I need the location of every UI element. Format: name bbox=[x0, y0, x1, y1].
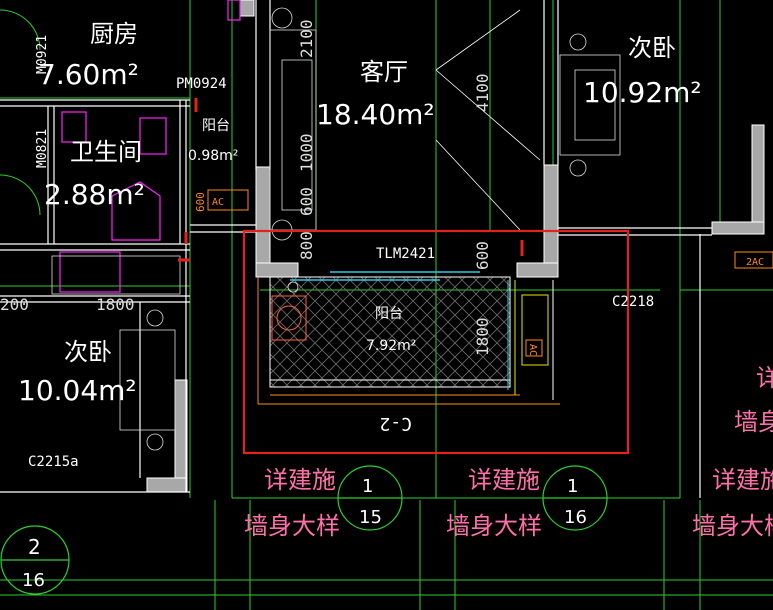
section-marker-sheet: 16 bbox=[22, 570, 45, 591]
callout-1-top: 详建施 bbox=[264, 466, 336, 494]
main-balcony-area: 7.92m² bbox=[366, 338, 416, 354]
bathroom-area: 2.88m² bbox=[44, 178, 145, 211]
label-m0921: M0921 bbox=[35, 35, 50, 74]
bathroom-name: 卫生间 bbox=[70, 138, 142, 166]
kitchen-area: 7.60m² bbox=[38, 58, 139, 91]
walls bbox=[146, 0, 765, 493]
label-pm0924: PM0924 bbox=[176, 76, 227, 92]
label-2ac: 2AC bbox=[746, 257, 764, 268]
opening-labels: M0921 M0821 PM0924 TLM2421 C2218 C2215a … bbox=[28, 35, 764, 470]
callout-1-sheet: 15 bbox=[359, 507, 382, 528]
dim-1800h: 1800 bbox=[96, 295, 135, 314]
main-balcony-name: 阳台 bbox=[375, 306, 403, 322]
dim-600a: 600 bbox=[297, 187, 316, 216]
fixtures bbox=[59, 0, 241, 293]
callout-circles bbox=[0, 465, 608, 595]
horizontal-dimensions: 200 1800 bbox=[0, 295, 135, 314]
callout-3-bottom: 墙身大样 bbox=[692, 512, 773, 540]
callout-1-num: 1 bbox=[362, 476, 373, 497]
selection-highlight bbox=[242, 229, 630, 455]
living-area: 18.40m² bbox=[316, 98, 435, 131]
red-markers bbox=[178, 98, 524, 262]
callout-2-sheet: 16 bbox=[564, 507, 587, 528]
label-ac: AC bbox=[212, 197, 224, 208]
label-c2218: C2218 bbox=[612, 294, 654, 310]
bedroom-top-area: 10.92m² bbox=[583, 76, 702, 109]
dim-2100: 2100 bbox=[297, 19, 316, 58]
dim-1800v: 1800 bbox=[473, 317, 492, 356]
dim-600b: 600 bbox=[473, 241, 492, 270]
opening-diagonal bbox=[435, 69, 541, 161]
label-m0821: M0821 bbox=[35, 129, 50, 168]
ac-units bbox=[207, 189, 773, 269]
edge-text-1: 详 bbox=[756, 364, 773, 392]
callout-3-top: 详建施 bbox=[712, 466, 773, 494]
kitchen-name: 厨房 bbox=[90, 20, 138, 48]
bedroom-bottom-area: 10.04m² bbox=[18, 374, 137, 407]
callout-1-bottom: 墙身大样 bbox=[244, 512, 340, 540]
vertical-dimensions: 2100 1000 600 800 4100 600 1800 600 bbox=[194, 19, 492, 356]
label-ac-vertical: AC bbox=[527, 344, 538, 356]
label-c2: C-2 bbox=[379, 413, 412, 434]
dim-600c: 600 bbox=[194, 192, 207, 212]
dim-800: 800 bbox=[297, 231, 316, 260]
living-name: 客厅 bbox=[360, 58, 408, 86]
callout-2-num: 1 bbox=[567, 476, 578, 497]
room-labels: 厨房 7.60m² 客厅 18.40m² 次卧 10.92m² 卫生间 2.88… bbox=[18, 20, 702, 407]
dim-1000: 1000 bbox=[297, 133, 316, 172]
furniture bbox=[51, 7, 621, 451]
opening-diagonal-3 bbox=[435, 139, 521, 231]
dim-200: 200 bbox=[0, 295, 29, 314]
edge-text-2: 墙身 bbox=[734, 408, 773, 436]
detail-callouts: 详建施 墙身大样 详建施 墙身大样 详建施 墙身大样 详 墙身 bbox=[244, 364, 773, 540]
small-balcony-area: 0.98m² bbox=[188, 148, 238, 164]
dim-4100: 4100 bbox=[473, 73, 492, 112]
callout-2-top: 详建施 bbox=[468, 466, 540, 494]
opening-diagonal-2 bbox=[435, 9, 521, 71]
bedroom-top-name: 次卧 bbox=[628, 34, 676, 62]
label-c2215a: C2215a bbox=[28, 454, 79, 470]
main-balcony bbox=[257, 271, 560, 405]
callout-numbers: 1 15 1 16 2 16 bbox=[22, 476, 587, 591]
bedroom-bottom-name: 次卧 bbox=[64, 338, 112, 366]
label-tlm2421: TLM2421 bbox=[376, 246, 435, 262]
callout-2-bottom: 墙身大样 bbox=[446, 512, 542, 540]
small-balcony-name: 阳台 bbox=[202, 118, 230, 134]
door-swings bbox=[0, 9, 41, 216]
section-marker-num: 2 bbox=[28, 535, 41, 559]
